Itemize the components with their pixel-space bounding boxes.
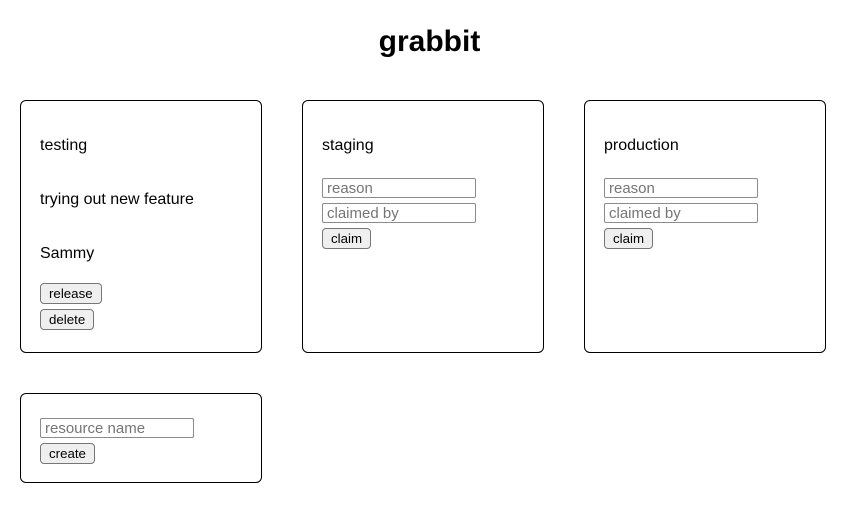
resource-cards-row: testing trying out new feature Sammy rel… — [20, 100, 859, 353]
delete-button[interactable]: delete — [40, 309, 95, 330]
resource-card-testing: testing trying out new feature Sammy rel… — [20, 100, 262, 353]
claim-button[interactable]: claim — [604, 228, 654, 249]
resource-name-input[interactable] — [40, 418, 194, 438]
claim-reason-text: trying out new feature — [40, 191, 194, 208]
reason-input[interactable] — [604, 178, 758, 198]
app-title: grabbit — [378, 25, 481, 58]
resource-name: production — [604, 137, 679, 154]
resource-name: testing — [40, 137, 88, 154]
create-button[interactable]: create — [40, 443, 95, 464]
claimed-by-input[interactable] — [604, 203, 758, 223]
resource-name: staging — [322, 137, 374, 154]
create-resource-card: create — [20, 393, 262, 483]
resource-card-staging: staging claim — [302, 100, 544, 353]
claimed-by-text: Sammy — [40, 245, 95, 262]
resource-card-production: production claim — [584, 100, 826, 353]
claim-button[interactable]: claim — [322, 228, 372, 249]
claimed-by-input[interactable] — [322, 203, 476, 223]
release-button[interactable]: release — [40, 283, 102, 304]
reason-input[interactable] — [322, 178, 476, 198]
